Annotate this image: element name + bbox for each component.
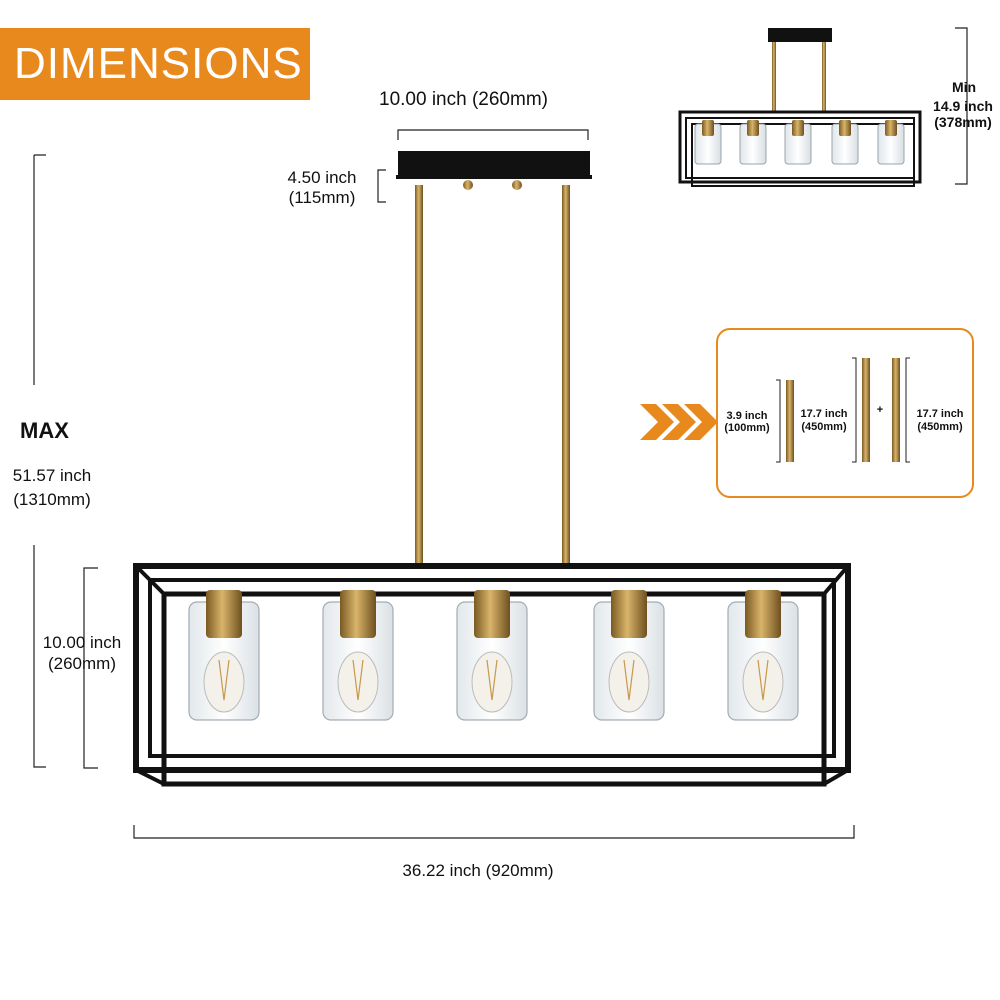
frame-height-in: 10.00 inch: [42, 633, 122, 652]
min-label: Min: [951, 79, 977, 95]
lamp-1: [188, 590, 260, 721]
banner-title: DIMENSIONS: [14, 39, 303, 88]
canopy-height-label-in: 4.50 inch: [287, 168, 357, 187]
suspension-rods: [415, 185, 570, 565]
rod1-length-mm: (100mm): [724, 422, 770, 434]
triple-chevron-right-icon: [640, 404, 718, 440]
rod-plus-sign: +: [876, 404, 884, 416]
rod1-length-in: 3.9 inch: [726, 410, 768, 422]
lamp-2: [322, 590, 394, 721]
max-height-mm: (1310mm): [13, 490, 91, 509]
canopy-height-label-mm: (115mm): [288, 188, 356, 207]
rod3-length-in: 17.7 inch: [916, 408, 964, 420]
dimension-lines: [33, 27, 968, 839]
rod2-length-in: 17.7 inch: [800, 408, 848, 420]
max-height-in: 51.57 inch: [12, 466, 92, 485]
rod-options-panel: [716, 328, 974, 498]
min-height-in: 14.9 inch: [933, 98, 993, 114]
min-height-mm: (378mm): [934, 114, 992, 130]
canopy-width-label: 10.00 inch (260mm): [379, 89, 548, 110]
canopy: [396, 151, 592, 190]
dimensions-banner: DIMENSIONS: [0, 28, 310, 100]
max-label: MAX: [20, 418, 69, 443]
lamps: [188, 590, 799, 721]
min-height-thumbnail: [678, 28, 922, 187]
rod2-length-mm: (450mm): [801, 421, 847, 433]
lamp-3: [456, 590, 528, 721]
rod3-length-mm: (450mm): [917, 421, 963, 433]
frame-height-mm: (260mm): [47, 654, 116, 673]
lamp-5: [727, 590, 799, 721]
lamp-4: [593, 590, 665, 721]
frame-width-label: 36.22 inch (920mm): [402, 861, 554, 880]
